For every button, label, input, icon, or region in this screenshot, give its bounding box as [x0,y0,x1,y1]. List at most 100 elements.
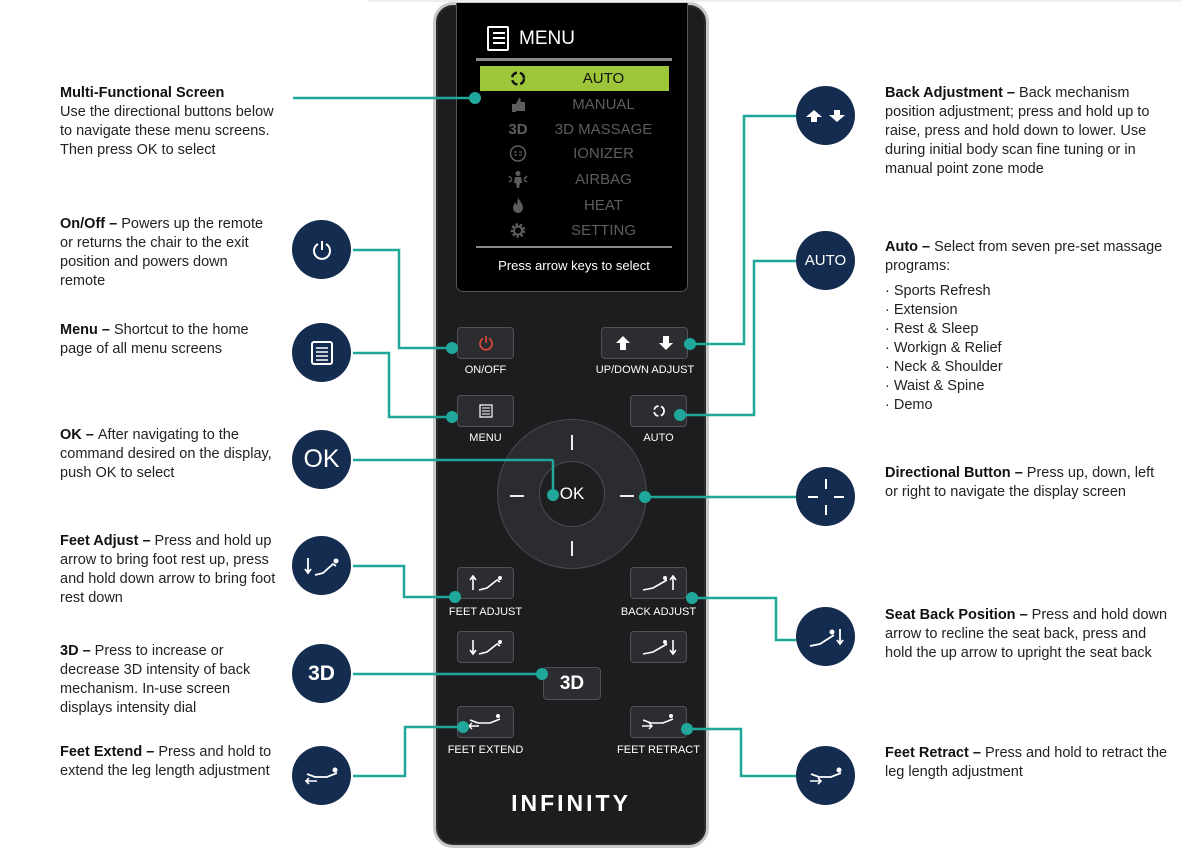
line-feet-retract [687,727,796,778]
desc-title: On/Off – [60,216,122,232]
line-feet-extend [353,725,463,778]
menu-item-ionizer[interactable]: IONIZER [480,141,669,166]
desc-feet-retract: Feet Retract – Press and hold to retract… [885,744,1170,782]
screen-title: MENU [519,28,575,49]
line-seat-back [692,596,796,642]
thumb-icon [506,95,530,114]
menu-item-label: HEAT [584,197,623,214]
dpad-left-mark [510,495,524,497]
on-off-caption: ON/OFF [464,364,507,376]
desc-feet-extend: Feet Extend – Press and hold to extend t… [60,743,288,781]
menu-item-label: MANUAL [572,96,635,113]
desc-auto: Auto – Select from seven pre-set massage… [885,238,1170,415]
callout-onoff-circle [292,220,351,279]
desc-text: After navigating to the command desired … [60,427,272,481]
top-border-line [368,0,1181,2]
list-item: · Neck & Shoulder [885,359,1003,375]
desc-title: 3D – [60,643,95,659]
up-down-adjust-caption: UP/DOWN ADJUST [595,364,695,376]
callout-feet-retract-circle [796,746,855,805]
dpad-down-mark [571,541,573,556]
flame-icon [506,196,530,215]
menu-item-auto[interactable]: AUTO [480,66,669,91]
list-item: · Waist & Spine [885,378,985,394]
desc-text: Select from seven pre-set massage progra… [885,239,1163,274]
menu-item-label: IONIZER [573,145,634,162]
back-down-button[interactable] [630,631,687,663]
desc-title: Directional Button – [885,465,1027,481]
multi-functional-screen [456,3,688,292]
menu-caption: MENU [469,432,502,444]
list-item: · Sports Refresh [885,283,991,299]
desc-text: Shortcut to the home page of all menu sc… [60,322,249,357]
desc-text: Use the directional buttons below to nav… [60,104,274,158]
feet-retract-button[interactable] [630,706,687,738]
callout-auto-circle: AUTO [796,231,855,290]
feet-down-icon [303,557,338,576]
list-item: · Rest & Sleep [885,321,979,337]
callout-back-adjustment-circle [796,86,855,145]
feet-extend-button[interactable] [457,706,514,738]
desc-text: Back mechanism position adjustment; pres… [885,85,1150,177]
dot-menu [446,411,458,423]
desc-feet-adjust: Feet Adjust – Press and hold up arrow to… [60,532,288,608]
feet-up-icon [468,574,502,591]
menu-item-label: AIRBAG [575,171,632,188]
desc-title: Feet Extend – [60,744,159,760]
desc-title: OK – [60,427,98,443]
menu-item-setting[interactable]: SETTING [480,218,669,243]
desc-title: Seat Back Position – [885,607,1032,623]
list-item: · Extension [885,302,958,318]
power-icon [312,240,331,260]
feet-retract-caption: FEET RETRACT [617,744,700,756]
dot-onoff [446,342,458,354]
desc-text: Press and hold down arrow to recline the… [885,607,1168,661]
feet-retract-icon [809,767,841,785]
callout-feet-extend-circle [292,746,351,805]
desc-back-adjustment: Back Adjustment – Back mechanism positio… [885,84,1170,179]
power-icon [478,336,493,351]
dpad-right-mark [620,495,634,497]
menu-item-heat[interactable]: HEAT [480,193,669,218]
arrow-up-icon [805,109,822,122]
desc-ok: OK – After navigating to the command des… [60,426,280,483]
callout-directional-circle [796,467,855,526]
screen-divider-bottom [476,246,672,248]
back-up-button[interactable] [630,567,687,599]
auto-caption: AUTO [643,432,674,444]
desc-text: Press to increase or decrease 3D intensi… [60,643,251,716]
menu-button[interactable] [457,395,514,427]
3d-button[interactable]: 3D [543,667,601,700]
arrow-down-icon [658,336,673,350]
dot-feet-adjust [449,591,461,603]
menu-item-label: SETTING [570,222,636,239]
feet-retract-icon [641,714,673,730]
desc-menu: Menu – Shortcut to the home page of all … [60,321,250,359]
desc-text: Press and hold to retract the leg length… [885,745,1168,780]
desc-text: Press and hold up arrow to bring foot re… [60,533,276,606]
feet-up-button[interactable] [457,567,514,599]
desc-text: Powers up the remote or returns the chai… [60,216,264,289]
menu-list-icon [310,340,333,365]
menu-item-manual[interactable]: MANUAL [480,92,669,117]
desc-seat-back: Seat Back Position – Press and hold down… [885,606,1175,663]
dot-auto [674,409,686,421]
dot-back-adjustment [684,338,696,350]
dot-3d [536,668,548,680]
3d-icon: 3D [508,121,528,138]
desc-title: Menu – [60,322,114,338]
menu-item-airbag[interactable]: AIRBAG [480,167,669,192]
feet-extend-icon [467,714,500,730]
callout-feet-adjust-circle [292,536,351,595]
dot-ok [547,489,559,501]
feet-down-button[interactable] [457,631,514,663]
auto-program-list: · Sports Refresh · Extension · Rest & Sl… [885,282,1170,415]
on-off-button[interactable] [457,327,514,359]
menu-list-icon [487,26,509,51]
cycle-icon [506,69,530,88]
desc-onoff: On/Off – Powers up the remote or returns… [60,215,275,291]
up-down-adjust-button[interactable] [601,327,688,359]
menu-item-3d-massage[interactable]: 3D 3D MASSAGE [480,117,669,142]
dot-directional [639,491,651,503]
